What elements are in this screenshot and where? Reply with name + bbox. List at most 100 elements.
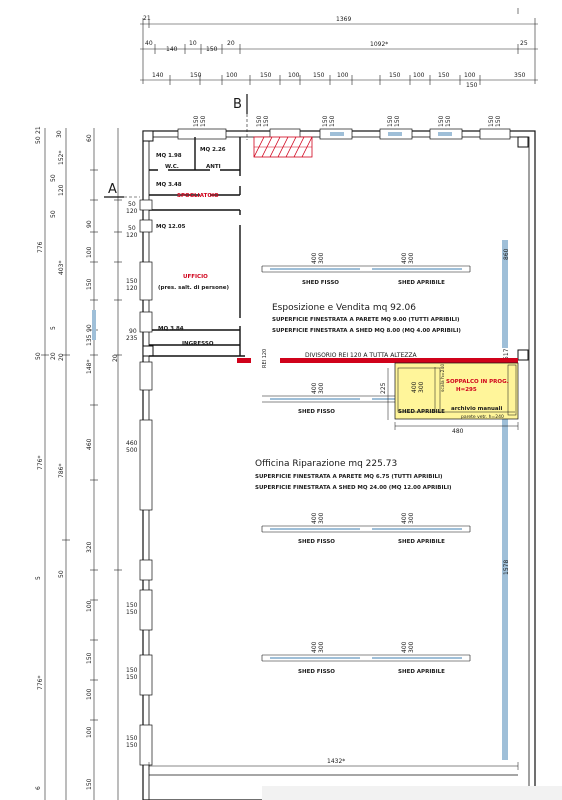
room-name: INGRESSO — [182, 341, 214, 347]
svg-text:50: 50 — [128, 225, 136, 232]
dim-label: 460 — [86, 438, 93, 450]
dim-label: 10 — [189, 40, 197, 47]
svg-text:150: 150 — [445, 115, 452, 127]
top-windows — [177, 128, 511, 140]
officina-block: Officina Riparazione mq 225.73 SUPERFICI… — [255, 459, 452, 491]
dim-label: 320 — [86, 541, 93, 553]
section-marker-b: B — [233, 94, 248, 140]
svg-text:400: 400 — [401, 252, 408, 264]
dim-label: 100 — [464, 72, 476, 79]
svg-text:150: 150 — [126, 602, 138, 609]
left-openings — [139, 199, 153, 766]
room-name: ANTI — [206, 164, 221, 170]
svg-text:500: 500 — [126, 447, 138, 454]
left-dimension-lines — [41, 128, 122, 800]
svg-text:300: 300 — [408, 512, 415, 524]
room-wc: MQ 1.98 W.C. — [156, 153, 182, 170]
esposizione-block: Esposizione e Vendita mq 92.06 SUPERFICI… — [272, 303, 461, 334]
room-area: MQ 1.98 — [156, 153, 182, 159]
dim-label: 150 — [86, 778, 93, 790]
svg-text:300: 300 — [318, 382, 325, 394]
shed-row-1: 400 300 400 300 SHED FISSO SHED APRIBILE — [261, 252, 471, 286]
room-area: MQ 3.84 — [158, 326, 184, 332]
room-name: SPOGLIATOIO — [177, 193, 219, 199]
zone-title: Officina Riparazione mq 225.73 — [255, 459, 397, 469]
dim-label: 90 — [86, 324, 93, 332]
dim-label: 100 — [86, 688, 93, 700]
svg-text:90: 90 — [129, 328, 137, 335]
svg-text:A: A — [108, 182, 117, 197]
svg-text:150: 150 — [126, 278, 138, 285]
room-area: MQ 12.05 — [156, 224, 186, 230]
svg-text:120: 120 — [126, 208, 138, 215]
room-area: MQ 3.48 — [156, 182, 182, 188]
dim-label: 100 — [86, 726, 93, 738]
dim-label: 120 — [58, 184, 65, 196]
svg-text:120: 120 — [126, 232, 138, 239]
dim-label: 150 — [260, 72, 272, 79]
dim-label: 5 — [35, 576, 42, 580]
svg-text:120: 120 — [126, 285, 138, 292]
dim-label: 776* — [37, 676, 44, 690]
dim-label: 50 — [50, 174, 57, 182]
svg-text:400: 400 — [311, 641, 318, 653]
room-ufficio: MQ 12.05 UFFICIO (pres. salt. di persone… — [156, 224, 229, 291]
dim-label: 350 — [514, 72, 526, 79]
dim-label: 100 — [86, 246, 93, 258]
svg-text:150: 150 — [488, 115, 495, 127]
zone-line: SUPERFICIE FINESTRATA A SHED MQ 24.00 (M… — [255, 485, 452, 491]
svg-text:300: 300 — [408, 641, 415, 653]
dim-label: 403* — [58, 261, 65, 275]
svg-text:400: 400 — [401, 512, 408, 524]
zone-line: SUPERFICIE FINESTRATA A SHED MQ 8.00 (MQ… — [272, 328, 461, 334]
divisorio-wall: DIVISORIO REI 120 A TUTTA ALTEZZA REI 12… — [237, 349, 518, 368]
rei-label: REI 120 — [262, 349, 268, 368]
zone-line: SUPERFICIE FINESTRATA A PARETE MQ 9.00 (… — [272, 317, 460, 323]
svg-text:B: B — [233, 97, 242, 112]
dim-label: 90 — [86, 220, 93, 228]
dim-highlight — [92, 310, 96, 340]
top-dimension-labels: 21 1369 40 140 10 150 20 1092* 25 140 15… — [143, 15, 528, 89]
soppalco-note: parete vetr. h=240 — [461, 414, 504, 420]
svg-text:300: 300 — [318, 512, 325, 524]
room-area: MQ 2.26 — [200, 147, 226, 153]
left-dimension-labels: 776 776* 776* 403* 786* 30 152* 60 120 9… — [35, 126, 119, 790]
dim-label: 776 — [37, 241, 44, 253]
svg-text:150: 150 — [263, 115, 270, 127]
svg-text:225: 225 — [380, 382, 387, 394]
dim-label: 150 — [86, 278, 93, 290]
zone-line: SUPERFICIE FINESTRATA A PARETE MQ 6.75 (… — [255, 474, 443, 480]
dim-label: 786* — [58, 464, 65, 478]
dim-label: 150 — [86, 652, 93, 664]
shed-label: SHED APRIBILE — [398, 669, 445, 675]
svg-text:150: 150 — [126, 735, 138, 742]
dim-label: 100 — [86, 600, 93, 612]
dim-label: 135 — [86, 334, 93, 346]
shed-label: SHED APRIBILE — [398, 280, 445, 286]
staircase — [253, 136, 313, 158]
shed-label: SHED FISSO — [298, 539, 335, 545]
dim-label: 21 — [143, 15, 151, 22]
dim-label: 148* — [86, 360, 93, 374]
svg-text:150: 150 — [126, 609, 138, 616]
shed-label: SHED FISSO — [302, 280, 339, 286]
dim-label: 100 — [337, 72, 349, 79]
dim-label: 776* — [37, 456, 44, 470]
dim-label: 152* — [58, 151, 65, 165]
svg-text:150: 150 — [126, 667, 138, 674]
dim-label: 30 — [56, 130, 63, 138]
soppalco-title: SOPPALCO IN PROG. — [446, 379, 509, 385]
section-marker-a: A — [104, 182, 140, 198]
zone-title: Esposizione e Vendita mq 92.06 — [272, 303, 416, 313]
svg-text:50: 50 — [128, 201, 136, 208]
dim-label: 140 — [152, 72, 164, 79]
svg-text:150: 150 — [329, 115, 336, 127]
dim-label: 20 — [58, 353, 65, 361]
dim-label: 100 — [288, 72, 300, 79]
svg-text:235: 235 — [126, 335, 138, 342]
svg-text:400: 400 — [411, 381, 418, 393]
svg-text:400: 400 — [401, 641, 408, 653]
dim-label: 5 — [50, 326, 57, 330]
dim-label: 1092* — [370, 41, 388, 48]
